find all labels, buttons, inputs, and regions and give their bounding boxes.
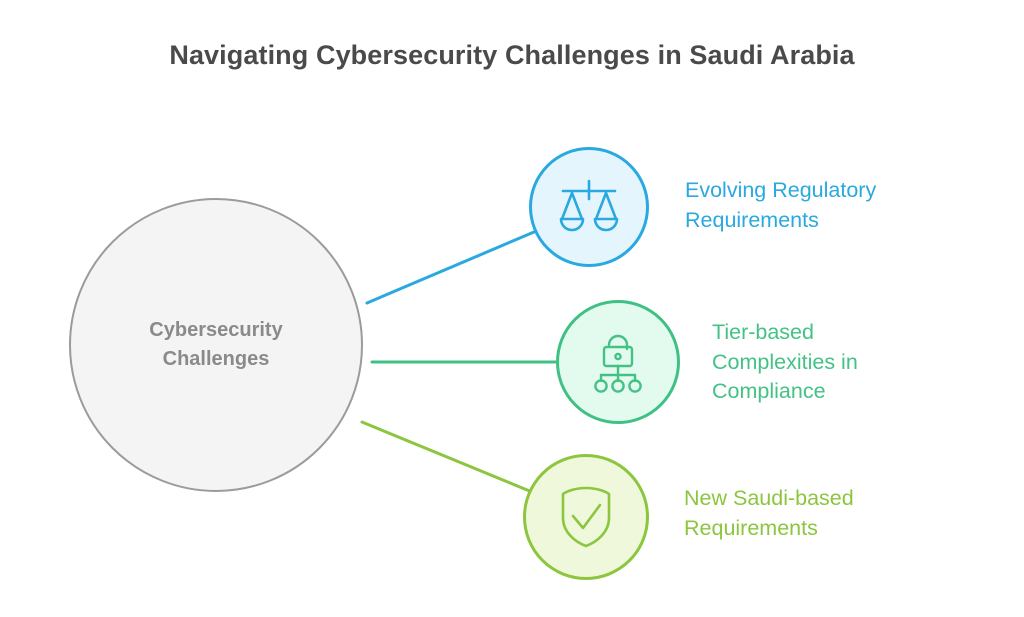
page-title: Navigating Cybersecurity Challenges in S… xyxy=(169,40,855,70)
node-label-regulatory: Evolving Regulatory Requirements xyxy=(685,178,877,232)
node-label-saudi-requirements: New Saudi-based Requirements xyxy=(684,486,854,540)
hub-circle[interactable]: Cybersecurity Challenges xyxy=(69,198,363,492)
padlock-hierarchy-icon xyxy=(588,331,648,393)
node-label-tier-complexity: Tier-based Complexities in Compliance xyxy=(712,320,858,404)
node-circle-saudi-requirements[interactable] xyxy=(523,454,649,580)
node-circle-regulatory[interactable] xyxy=(529,147,649,267)
balance-scales-icon xyxy=(556,177,622,237)
connector-line-0 xyxy=(365,230,536,305)
connector-line-2 xyxy=(360,420,534,494)
shield-check-icon xyxy=(557,485,615,549)
hub-label: Cybersecurity Challenges xyxy=(149,319,283,370)
node-circle-tier-complexity[interactable] xyxy=(556,300,680,424)
